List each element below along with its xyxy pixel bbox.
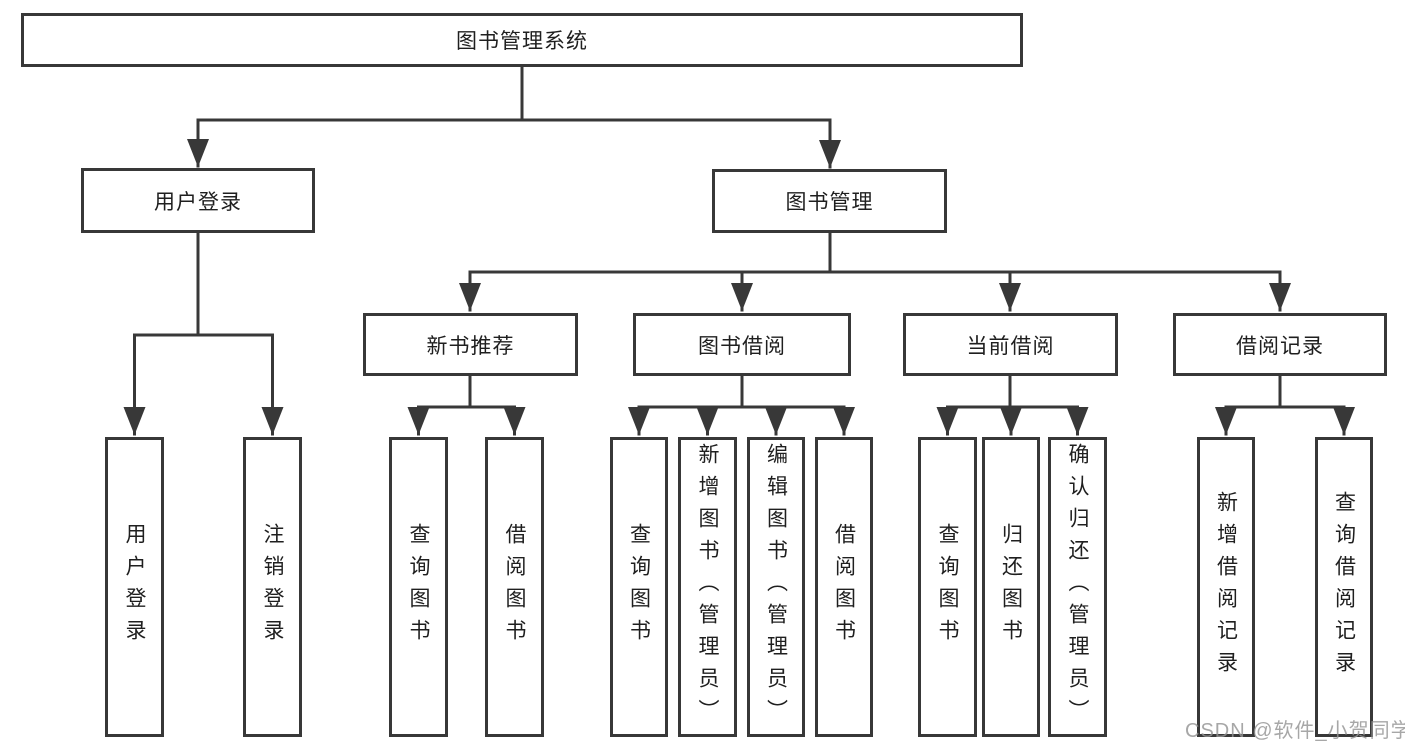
leaf-user-login: 用户登录 xyxy=(105,437,164,737)
leaf-borrowing-borrow-books: 借阅图书 xyxy=(815,437,873,737)
leaf-borrowing-search-books: 查询图书 xyxy=(610,437,668,737)
leaf-label: 借阅图书 xyxy=(832,523,856,651)
node-new-book-recommendation: 新书推荐 xyxy=(363,313,578,376)
leaf-records-add-borrow-record: 新增借阅记录 xyxy=(1197,437,1255,737)
leaf-label: 注销登录 xyxy=(261,523,284,651)
leaf-borrowing-edit-books-admin: 编辑图书（管理员） xyxy=(747,437,805,737)
connector-user-login-children xyxy=(123,231,284,436)
node-library-management-system: 图书管理系统 xyxy=(21,13,1023,67)
node-current-borrowing: 当前借阅 xyxy=(903,313,1118,376)
leaf-label: 借阅图书 xyxy=(503,523,526,651)
node-book-borrowing: 图书借阅 xyxy=(633,313,851,376)
node-label: 借阅记录 xyxy=(1236,334,1324,358)
node-label: 图书借阅 xyxy=(698,334,786,358)
connector-borrowing-records-children xyxy=(1215,374,1355,436)
leaf-current-search-books: 查询图书 xyxy=(918,437,977,737)
node-label: 图书管理系统 xyxy=(456,30,588,53)
leaf-recommend-borrow-books: 借阅图书 xyxy=(485,437,544,737)
leaf-label: 归还图书 xyxy=(999,523,1023,651)
connector-current-borrowing-children xyxy=(936,374,1089,436)
connector-book-borrowing-children xyxy=(628,374,855,436)
leaf-records-search-borrow-record: 查询借阅记录 xyxy=(1315,437,1373,737)
leaf-current-confirm-return-admin: 确认归还（管理员） xyxy=(1048,437,1107,737)
node-label: 当前借阅 xyxy=(966,334,1055,358)
leaf-label: 新增图书（管理员） xyxy=(696,443,719,731)
node-book-management: 图书管理 xyxy=(712,169,947,233)
leaf-borrowing-add-books-admin: 新增图书（管理员） xyxy=(678,437,737,737)
node-label: 图书管理 xyxy=(785,191,874,214)
connector-root-to-level2 xyxy=(187,65,841,169)
leaf-logout: 注销登录 xyxy=(243,437,302,737)
leaf-label: 新增借阅记录 xyxy=(1214,491,1238,683)
node-label: 用户登录 xyxy=(154,190,242,214)
leaf-recommend-search-books: 查询图书 xyxy=(389,437,448,737)
leaf-label: 编辑图书（管理员） xyxy=(764,443,788,731)
connector-book-management-children xyxy=(459,231,1291,312)
leaf-label: 用户登录 xyxy=(123,523,146,651)
leaf-label: 查询图书 xyxy=(627,523,651,651)
leaf-current-return-books: 归还图书 xyxy=(982,437,1040,737)
leaf-label: 确认归还（管理员） xyxy=(1066,443,1089,731)
leaf-label: 查询图书 xyxy=(407,523,430,651)
node-borrowing-records: 借阅记录 xyxy=(1173,313,1387,376)
connector-new-book-recommendation-children xyxy=(407,374,526,436)
node-user-login: 用户登录 xyxy=(81,168,315,233)
node-label: 新书推荐 xyxy=(426,334,515,358)
csdn-watermark: CSDN @软件_小贺同学 xyxy=(1185,720,1405,742)
leaf-label: 查询借阅记录 xyxy=(1332,491,1356,683)
leaf-label: 查询图书 xyxy=(936,523,959,651)
